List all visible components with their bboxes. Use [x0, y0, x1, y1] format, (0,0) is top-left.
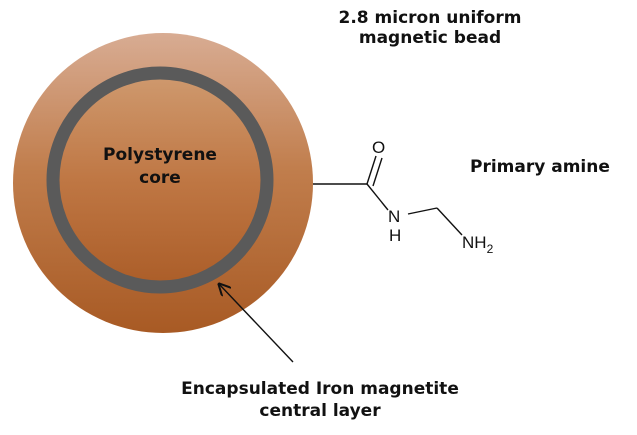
methylene-bond-1 — [407, 207, 438, 215]
magnetite-layer-line2: central layer — [259, 401, 381, 422]
magnetite-layer-label: Encapsulated Iron magnetite central laye… — [150, 378, 490, 422]
carbonyl-bond-1 — [366, 155, 377, 185]
layer-pointer-arrow — [219, 284, 294, 363]
amine-nh: NH — [462, 233, 487, 252]
magnetite-layer-line1: Encapsulated Iron magnetite — [181, 379, 459, 399]
amide-bond — [366, 183, 389, 211]
core-label-line2: core — [139, 167, 181, 188]
core-label: Polystyrene core — [85, 144, 235, 190]
carbonyl-bond-2 — [372, 157, 383, 187]
hydrogen-atom: H — [389, 226, 401, 245]
methylene-bond-2 — [436, 207, 463, 236]
magnetite-layer-ring — [46, 66, 274, 294]
oxygen-atom: O — [372, 138, 385, 157]
bead-title: 2.8 micron uniform magnetic bead — [310, 8, 550, 49]
bead-title-line1: 2.8 micron uniform — [338, 8, 522, 28]
nitrogen-atom: N — [388, 207, 400, 226]
amine-group: NH2 — [462, 233, 494, 256]
amine-subscript: 2 — [487, 242, 494, 256]
core-label-line1: Polystyrene — [103, 145, 217, 165]
bead-title-line2: magnetic bead — [358, 28, 502, 49]
primary-amine-label: Primary amine — [470, 157, 610, 177]
